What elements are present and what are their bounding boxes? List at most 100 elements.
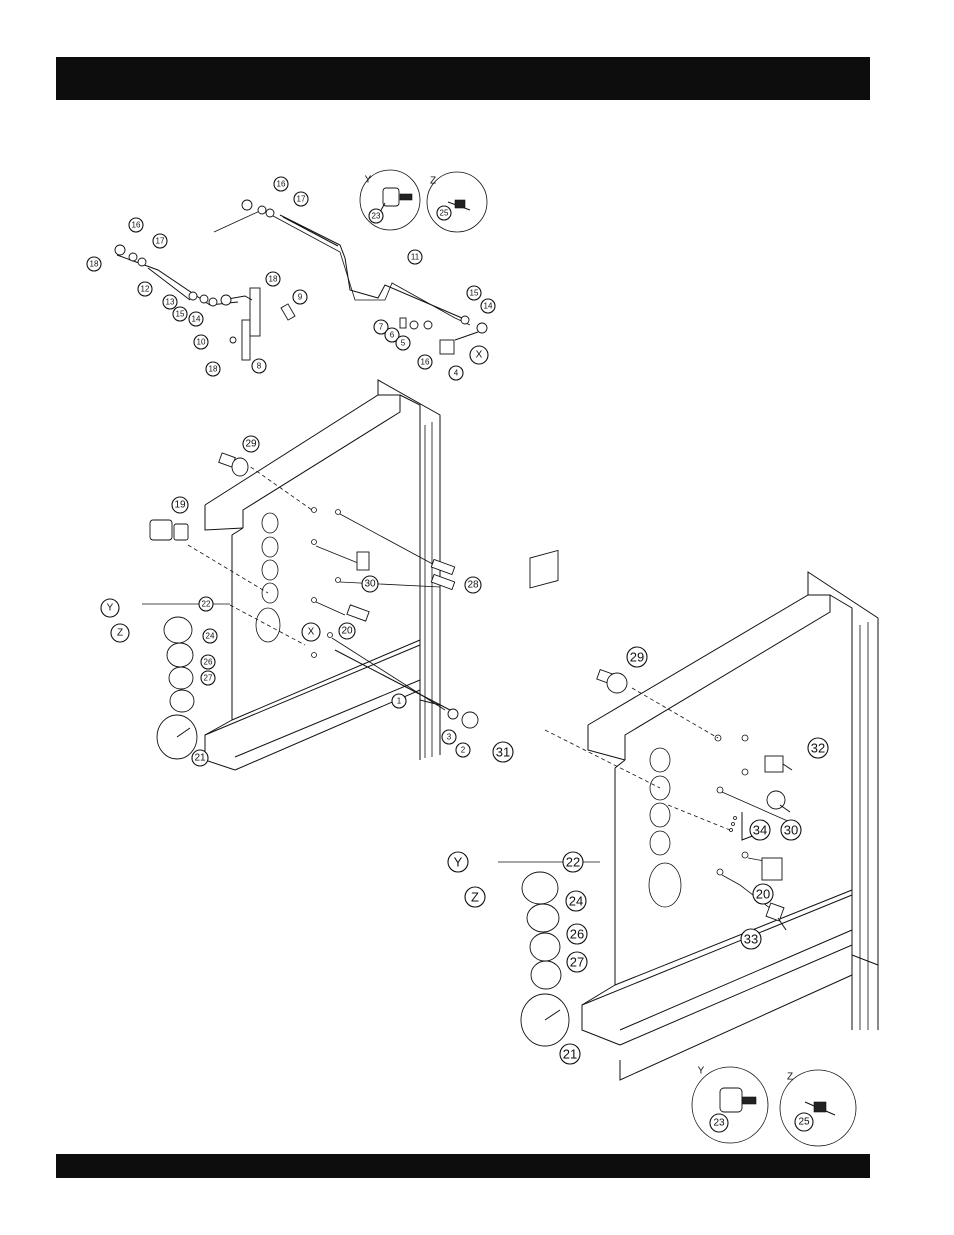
callout-panel-left-15: 21 (192, 750, 208, 766)
callout-number: 23 (372, 212, 381, 221)
callout-number: 18 (90, 260, 99, 269)
callout-number: 16 (132, 221, 141, 230)
callout-panel-right-12: 27 (567, 952, 587, 972)
callout-panel-left-13: 3 (442, 730, 456, 744)
left-control-panel (142, 380, 478, 770)
callout-throttle-linkage-13: 8 (252, 359, 266, 373)
callout-throttle-linkage-10: 9 (293, 290, 307, 304)
callout-detail-z-top-0: Z (430, 176, 436, 187)
callout-number: 29 (630, 650, 644, 665)
callout-throttle-linkage-12: 18 (206, 362, 220, 376)
callout-panel-right-9: 20 (753, 884, 773, 904)
callout-number: 5 (401, 339, 406, 348)
callout-number: 19 (174, 500, 186, 511)
callout-number: 2 (461, 746, 466, 755)
callout-number: 24 (569, 894, 583, 909)
callout-number: X (308, 627, 315, 638)
callout-number: 10 (197, 338, 206, 347)
callout-panel-right-1: 31 (493, 742, 513, 762)
callout-number: 20 (341, 626, 353, 637)
callout-panel-right-7: Z (465, 887, 485, 907)
callout-number: 21 (563, 1047, 577, 1062)
callout-number: 17 (297, 195, 306, 204)
callout-panel-right-0: 29 (627, 647, 647, 667)
detail-y-bottom (692, 1067, 768, 1143)
callout-number: Z (471, 890, 479, 905)
callout-number: 26 (570, 927, 584, 942)
callout-panel-right-5: Y (448, 852, 468, 872)
callout-number: X (476, 350, 483, 361)
callout-number: 12 (141, 285, 150, 294)
callout-panel-right-2: 32 (808, 738, 828, 758)
callout-panel-right-8: 24 (566, 891, 586, 911)
callout-panel-right-13: 21 (560, 1044, 580, 1064)
callout-detail-y-bottom-1: 23 (710, 1114, 728, 1132)
callout-panel-left-3: 28 (465, 577, 481, 593)
callout-number: 33 (744, 932, 758, 947)
callout-number: 4 (454, 369, 459, 378)
callout-number: 22 (566, 855, 580, 870)
callout-number: 24 (206, 632, 215, 641)
callout-throttle-linkage-1: 17 (294, 192, 308, 206)
callout-throttle-linkage-22: X (470, 346, 488, 364)
callout-number: 7 (379, 323, 384, 332)
callout-number: 27 (204, 674, 213, 683)
right-control-panel (498, 550, 878, 1080)
callout-number: Y (454, 855, 463, 870)
callout-number: 1 (397, 697, 402, 706)
callout-number: 25 (440, 209, 449, 218)
callout-throttle-linkage-19: 5 (396, 336, 410, 350)
callout-panel-left-10: 26 (201, 655, 215, 669)
callout-number: Z (787, 1072, 793, 1083)
callout-detail-y-top-1: 23 (369, 209, 383, 223)
callout-number: 26 (204, 658, 213, 667)
callout-number: 8 (257, 362, 262, 371)
callout-number: 34 (753, 823, 767, 838)
callout-number: Z (430, 176, 436, 187)
callout-panel-left-4: Y (101, 599, 119, 617)
callout-panel-right-6: 22 (563, 852, 583, 872)
callout-number: 11 (411, 253, 420, 262)
callout-number: Y (107, 603, 114, 614)
callout-throttle-linkage-15: 15 (467, 286, 481, 300)
callout-panel-left-14: 2 (456, 743, 470, 757)
callout-throttle-linkage-9: 18 (266, 272, 280, 286)
callout-throttle-linkage-21: 4 (449, 366, 463, 380)
callout-panel-left-5: 22 (199, 597, 213, 611)
callout-number: 18 (209, 365, 218, 374)
callout-number: 18 (269, 275, 278, 284)
callout-panel-left-8: 20 (339, 623, 355, 639)
callout-throttle-linkage-4: 17 (153, 234, 167, 248)
callout-number: Y (698, 1066, 705, 1077)
callout-number: 15 (470, 289, 479, 298)
callout-panel-left-11: 27 (201, 671, 215, 685)
callout-panel-right-11: 33 (741, 929, 761, 949)
callout-panel-left-1: 19 (172, 497, 188, 513)
callout-number: 31 (496, 745, 510, 760)
callout-panel-right-4: 34 (750, 820, 770, 840)
callout-throttle-linkage-8: 14 (189, 312, 203, 326)
callout-number: 9 (298, 293, 303, 302)
callout-throttle-linkage-5: 12 (138, 282, 152, 296)
callout-number: 25 (798, 1117, 810, 1128)
callout-number: 3 (447, 733, 452, 742)
callout-number: 14 (484, 302, 493, 311)
callout-throttle-linkage-11: 10 (194, 335, 208, 349)
callout-number: 30 (784, 823, 798, 838)
callout-number: 14 (192, 315, 201, 324)
callout-panel-left-9: X (302, 623, 320, 641)
callout-detail-z-bottom-0: Z (787, 1072, 793, 1083)
callout-number: 27 (570, 955, 584, 970)
callout-detail-z-top-1: 25 (437, 206, 451, 220)
callout-number: 32 (811, 741, 825, 756)
callout-number: 15 (176, 310, 185, 319)
callout-detail-z-bottom-1: 25 (795, 1113, 813, 1131)
callout-throttle-linkage-3: 18 (87, 257, 101, 271)
callout-throttle-linkage-6: 13 (163, 295, 177, 309)
callout-panel-left-0: 29 (243, 436, 259, 452)
callout-number: Z (117, 628, 123, 639)
callout-number: 16 (277, 180, 286, 189)
callout-number: 30 (364, 579, 376, 590)
callout-number: 16 (421, 358, 430, 367)
